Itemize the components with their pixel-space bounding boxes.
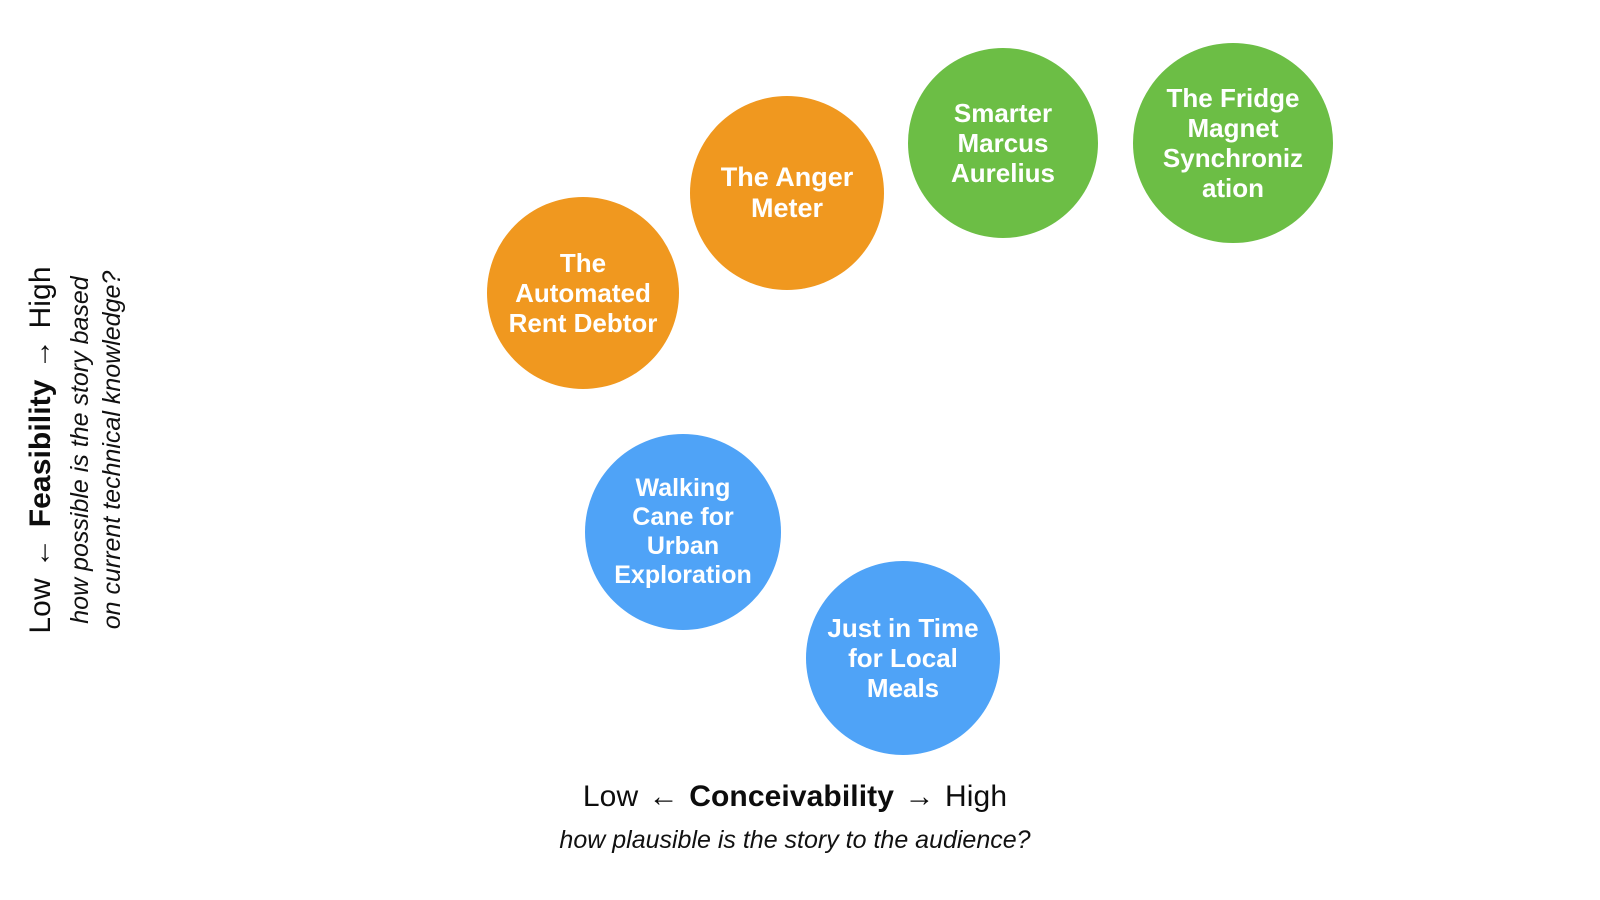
bubble-the-fridge-magnet-synchronization[interactable]: The Fridge Magnet Synchronization bbox=[1133, 43, 1333, 243]
x-axis-right-arrow-icon: → bbox=[904, 780, 935, 813]
x-axis-primary-label: Low ← Conceivability → High bbox=[150, 778, 1440, 816]
bubble-the-automated-rent-debtor[interactable]: The Automated Rent Debtor bbox=[487, 197, 679, 389]
x-axis-high-label: High bbox=[945, 780, 1008, 813]
y-axis-right-arrow-icon: → bbox=[23, 338, 57, 370]
y-axis-low-label: Low bbox=[23, 578, 57, 634]
bubble-just-in-time-for-local-meals[interactable]: Just in Time for Local Meals bbox=[806, 561, 1000, 755]
y-axis-name: Feasibility bbox=[23, 379, 57, 528]
bubble-smarter-marcus-aurelius[interactable]: Smarter Marcus Aurelius bbox=[908, 48, 1098, 238]
y-axis-high-label: High bbox=[23, 266, 57, 329]
x-axis-label-group: Low ← Conceivability → High how plausibl… bbox=[150, 778, 1440, 856]
y-axis-label-group: Low ← Feasibility → High how possible is… bbox=[0, 0, 150, 900]
bubble-label: The Anger Meter bbox=[720, 161, 854, 223]
bubble-label: Just in Time for Local Meals bbox=[827, 612, 979, 704]
x-axis-low-label: Low bbox=[582, 780, 639, 813]
bubble-label: The Fridge Magnet Synchronization bbox=[1162, 82, 1304, 204]
bubble-label: Smarter Marcus Aurelius bbox=[950, 97, 1056, 189]
bubble-walking-cane-for-urban-exploration[interactable]: Walking Cane for Urban Exploration bbox=[585, 434, 781, 630]
y-axis-left-arrow-icon: ← bbox=[23, 537, 57, 568]
y-axis-question: how possible is the story based on curre… bbox=[65, 270, 126, 630]
x-axis-question: how plausible is the story to the audien… bbox=[559, 825, 1031, 854]
bubble-label: Walking Cane for Urban Exploration bbox=[614, 474, 752, 589]
bubble-the-anger-meter[interactable]: The Anger Meter bbox=[690, 96, 884, 290]
bubble-label: The Automated Rent Debtor bbox=[508, 247, 658, 339]
y-axis-primary-label: Low ← Feasibility → High bbox=[22, 266, 60, 633]
x-axis-left-arrow-icon: ← bbox=[648, 780, 679, 813]
x-axis-name: Conceivability bbox=[689, 780, 895, 813]
